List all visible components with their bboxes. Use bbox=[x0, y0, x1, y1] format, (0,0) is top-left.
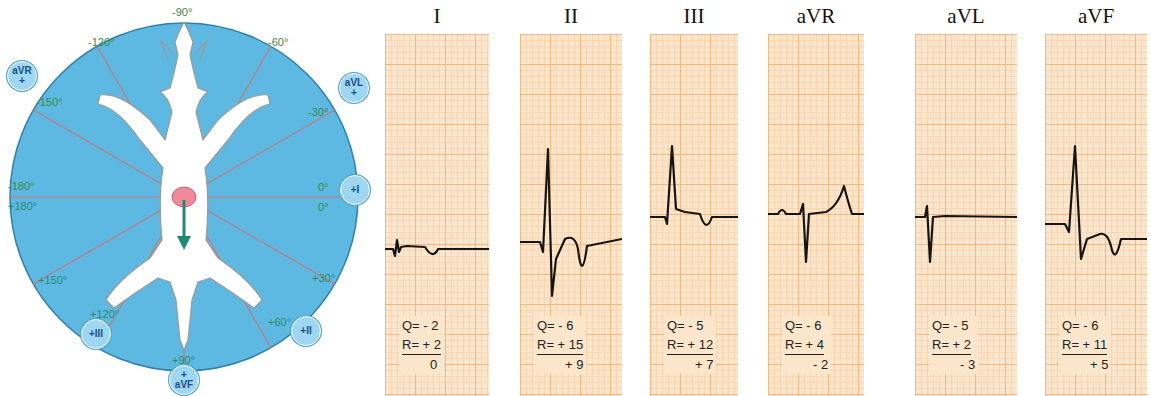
lead-title: I bbox=[385, 4, 489, 29]
lead-name: + bbox=[181, 370, 187, 381]
ecg-strip: aVR Q= - 6R= + 4- 2 bbox=[768, 0, 864, 396]
ecg-strip: aVL Q= - 5R= + 2- 3 bbox=[915, 0, 1017, 396]
lead-title: aVR bbox=[768, 4, 864, 29]
lead-title: aVF bbox=[1045, 4, 1147, 29]
dog-figure bbox=[98, 22, 270, 350]
ecg-grid: Q= - 6R= + 15+ 9 bbox=[520, 34, 622, 396]
ecg-grid: Q= - 5R= + 12+ 7 bbox=[650, 34, 738, 396]
net-value: - 2 bbox=[785, 355, 828, 374]
net-value: + 9 bbox=[537, 355, 583, 374]
lead-bubble: aVL+ bbox=[339, 73, 369, 103]
angle-label: +150° bbox=[38, 274, 67, 286]
lead-title: II bbox=[520, 4, 622, 29]
angle-label: -150° bbox=[36, 96, 62, 108]
lead-name: + bbox=[351, 88, 357, 99]
ecg-strip: aVF Q= - 6R= + 11+ 5 bbox=[1045, 0, 1147, 396]
mean-axis-arrowhead bbox=[177, 236, 191, 250]
q-value: Q= - 6 bbox=[1062, 316, 1108, 335]
q-value: Q= - 5 bbox=[932, 316, 975, 335]
ecg-strip: III Q= - 5R= + 12+ 7 bbox=[650, 0, 738, 396]
angle-label: +90° bbox=[172, 354, 195, 366]
r-value: R= + 12 bbox=[667, 335, 713, 355]
ecg-strip: II Q= - 6R= + 15+ 9 bbox=[520, 0, 622, 396]
angle-label: -30° bbox=[308, 106, 328, 118]
amplitude-sum: Q= - 6R= + 4- 2 bbox=[782, 316, 831, 374]
lead-bubble: +I bbox=[340, 175, 370, 205]
ecg-waveform bbox=[1045, 146, 1147, 259]
lead-title: III bbox=[650, 4, 738, 29]
r-value: R= + 4 bbox=[785, 335, 824, 355]
ecg-waveform bbox=[520, 149, 622, 296]
axis-spokes bbox=[10, 23, 358, 371]
amplitude-sum: Q= - 6R= + 11+ 5 bbox=[1059, 316, 1111, 374]
ecg-grid: Q= - 6R= + 11+ 5 bbox=[1045, 34, 1147, 396]
r-value: R= + 2 bbox=[402, 335, 441, 355]
r-value: R= + 11 bbox=[1062, 335, 1107, 355]
lead-name: aVL bbox=[345, 78, 363, 89]
angle-label: 0° bbox=[318, 181, 329, 193]
ecg-grid: Q= - 2R= + 20 bbox=[385, 34, 489, 396]
angle-label: 0° bbox=[318, 201, 329, 213]
lead-name: aVR bbox=[12, 66, 31, 77]
r-value: R= + 15 bbox=[537, 335, 583, 355]
angle-label: -180° bbox=[8, 180, 34, 192]
amplitude-sum: Q= - 5R= + 2- 3 bbox=[929, 316, 978, 374]
lead-bubble: +III bbox=[81, 319, 111, 349]
angle-label: -90° bbox=[172, 6, 192, 18]
lead-name: +I bbox=[351, 185, 360, 196]
lead-name: aVF bbox=[175, 380, 193, 391]
q-value: Q= - 6 bbox=[785, 316, 828, 335]
amplitude-sum: Q= - 5R= + 12+ 7 bbox=[664, 316, 716, 374]
lead-bubble: aVR+ bbox=[7, 61, 37, 91]
amplitude-sum: Q= - 6R= + 15+ 9 bbox=[534, 316, 586, 374]
ecg-strip: I Q= - 2R= + 20 bbox=[385, 0, 489, 396]
net-value: - 3 bbox=[932, 355, 975, 374]
angle-label: +60° bbox=[268, 316, 291, 328]
angle-label: -120° bbox=[88, 36, 114, 48]
lead-title: aVL bbox=[915, 4, 1017, 29]
ecg-waveform bbox=[768, 186, 864, 262]
ecg-waveform bbox=[915, 206, 1017, 262]
lead-name: + bbox=[19, 76, 25, 87]
q-value: Q= - 6 bbox=[537, 316, 583, 335]
ecg-grid: Q= - 6R= + 4- 2 bbox=[768, 34, 864, 396]
ecg-waveform bbox=[385, 240, 489, 256]
amplitude-sum: Q= - 2R= + 20 bbox=[399, 316, 444, 374]
ecg-grid: Q= - 5R= + 2- 3 bbox=[915, 34, 1017, 396]
net-value: + 5 bbox=[1062, 355, 1108, 374]
q-value: Q= - 2 bbox=[402, 316, 441, 335]
net-value: + 7 bbox=[667, 355, 713, 374]
r-value: R= + 2 bbox=[932, 335, 971, 355]
angle-label: -60° bbox=[268, 36, 288, 48]
lead-bubble: +II bbox=[291, 316, 321, 346]
lead-name: +III bbox=[89, 329, 103, 340]
reference-circle bbox=[10, 23, 358, 371]
q-value: Q= - 5 bbox=[667, 316, 713, 335]
lead-bubble: +aVF bbox=[169, 365, 199, 395]
net-value: 0 bbox=[402, 355, 441, 374]
mean-axis-arrow bbox=[183, 200, 186, 238]
ecg-waveform bbox=[650, 146, 738, 225]
angle-label: +30° bbox=[312, 272, 335, 284]
angle-label: +180° bbox=[8, 200, 37, 212]
angle-label: +120° bbox=[90, 308, 119, 320]
lead-name: +II bbox=[300, 326, 311, 337]
